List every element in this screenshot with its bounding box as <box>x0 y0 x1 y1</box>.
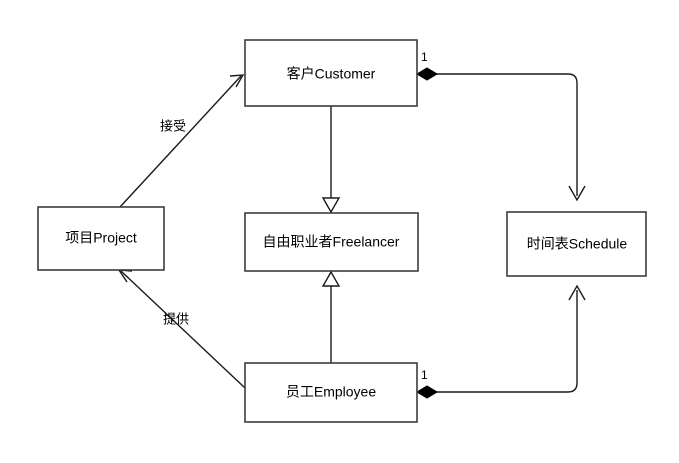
edge-customer-composes-schedule[interactable]: 1 <box>416 50 586 202</box>
node-customer[interactable]: 客户Customer <box>244 39 418 107</box>
diamond-composition-customer <box>416 67 438 81</box>
edge-employee-generalizes-freelancer[interactable] <box>321 270 341 363</box>
node-freelancer[interactable]: 自由职业者Freelancer <box>244 212 419 272</box>
node-schedule-label: 时间表Schedule <box>527 236 628 252</box>
node-customer-label: 客户Customer <box>287 66 376 82</box>
edge-project-accepts-customer[interactable]: 接受 <box>119 74 245 208</box>
arrowhead-hollow-freelancer-bottom <box>321 270 341 287</box>
arrowhead-open-customer <box>229 74 245 88</box>
edge-line-project-customer <box>119 75 242 208</box>
node-customer-box <box>244 39 418 107</box>
edge-employee-provides-project[interactable]: 提供 <box>117 269 246 389</box>
node-employee-box <box>244 362 418 423</box>
edge-customer-generalizes-freelancer[interactable] <box>321 106 341 214</box>
edge-label-accept: 接受 <box>160 118 186 133</box>
multiplicity-employee: 1 <box>421 368 428 382</box>
edge-label-provide: 提供 <box>163 311 189 326</box>
arrowhead-open-schedule-bottom <box>568 284 586 301</box>
arrowhead-hollow-freelancer-top <box>321 197 341 214</box>
node-employee[interactable]: 员工Employee <box>244 362 418 423</box>
edge-employee-composes-schedule[interactable]: 1 <box>416 284 586 399</box>
node-project-box <box>37 206 165 271</box>
node-project[interactable]: 项目Project <box>37 206 165 271</box>
edge-line-customer-schedule <box>435 73 578 196</box>
node-project-label: 项目Project <box>65 230 137 246</box>
edge-line-employee-schedule <box>435 290 578 393</box>
arrowhead-open-schedule-top <box>568 185 586 202</box>
node-freelancer-box <box>244 212 419 272</box>
multiplicity-customer: 1 <box>421 50 428 64</box>
edge-line-employee-project <box>120 270 246 389</box>
node-employee-label: 员工Employee <box>286 384 376 400</box>
node-freelancer-label: 自由职业者Freelancer <box>263 234 400 250</box>
diamond-composition-employee <box>416 385 438 399</box>
node-schedule[interactable]: 时间表Schedule <box>506 211 647 277</box>
node-schedule-box <box>506 211 647 277</box>
